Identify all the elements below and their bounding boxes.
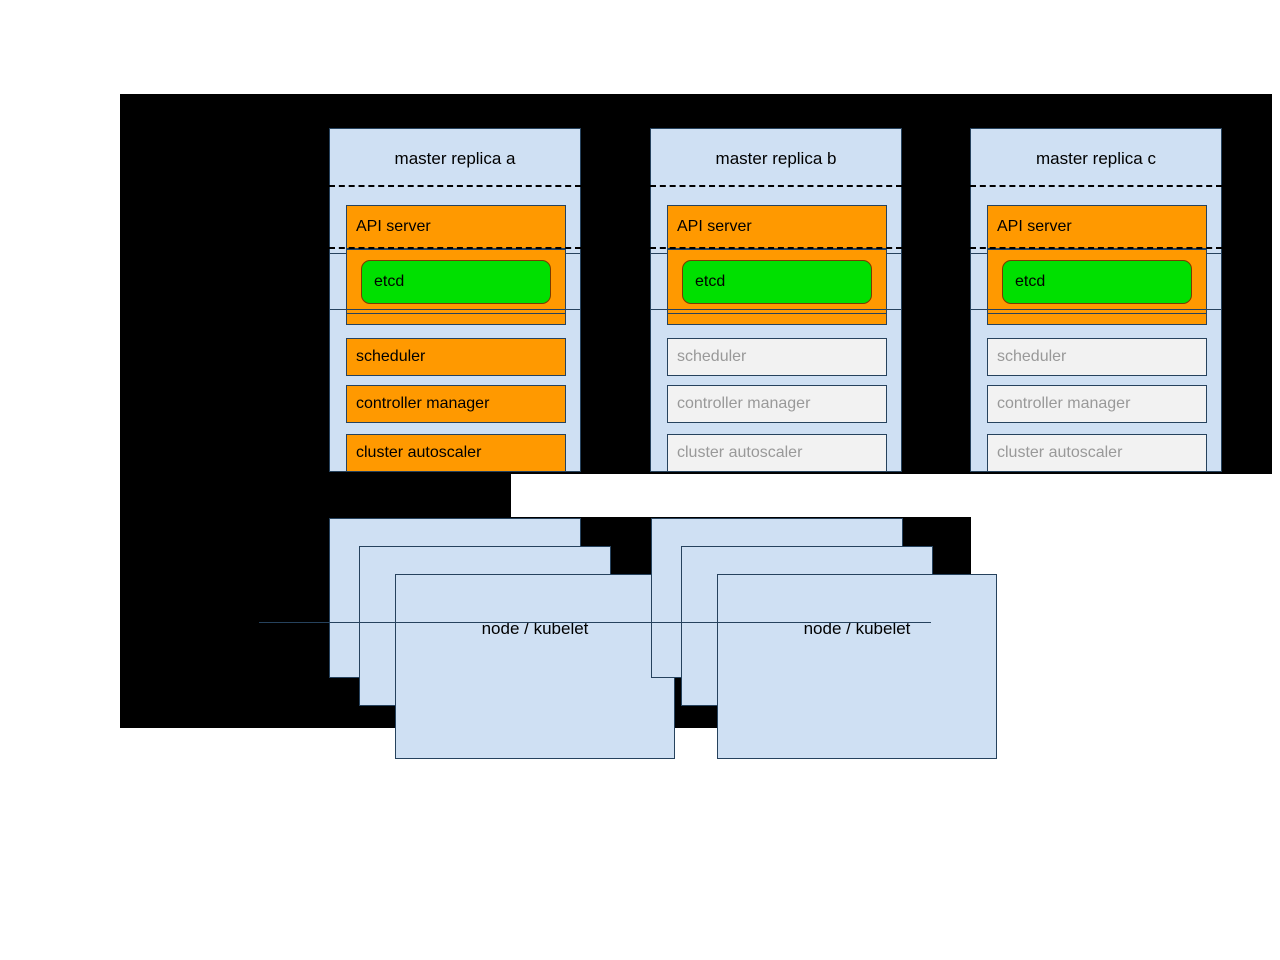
etcd-label-b: etcd — [695, 273, 726, 290]
scheduler-box-c[interactable]: scheduler — [987, 338, 1207, 376]
master-replica-a[interactable]: master replica a API server etcd schedul… — [329, 128, 581, 472]
node-divider-2 — [581, 622, 931, 623]
divider-dashed-top-a — [329, 185, 581, 187]
controller-manager-box-c[interactable]: controller manager — [987, 385, 1207, 423]
controller-manager-label-b: controller manager — [677, 395, 811, 412]
controller-manager-box-b[interactable]: controller manager — [667, 385, 887, 423]
master-replica-c-title: master replica c — [1036, 149, 1156, 168]
cluster-autoscaler-box-a[interactable]: cluster autoscaler — [346, 434, 566, 472]
etcd-box-b[interactable]: etcd — [682, 260, 872, 304]
scheduler-box-a[interactable]: scheduler — [346, 338, 566, 376]
node-label-1: node / kubelet — [481, 619, 589, 638]
scheduler-label-a: scheduler — [356, 348, 426, 365]
etcd-container-c: etcd — [987, 249, 1207, 321]
divider-solid-lower-b — [650, 309, 902, 310]
scheduler-label-b: scheduler — [677, 348, 747, 365]
etcd-base-bar-b — [667, 313, 887, 325]
master-replica-c[interactable]: master replica c API server etcd schedul… — [970, 128, 1222, 472]
master-replica-a-title: master replica a — [394, 149, 516, 168]
scheduler-box-b[interactable]: scheduler — [667, 338, 887, 376]
api-server-box-b[interactable]: API server — [667, 205, 887, 249]
node-card-front-2[interactable]: node / kubelet — [717, 574, 997, 759]
cluster-autoscaler-box-c[interactable]: cluster autoscaler — [987, 434, 1207, 472]
divider-solid-lower-a — [329, 309, 581, 310]
master-replica-b[interactable]: master replica b API server etcd schedul… — [650, 128, 902, 472]
etcd-container-a: etcd — [346, 249, 566, 321]
etcd-label-c: etcd — [1015, 273, 1046, 290]
backdrop-notch-right — [971, 474, 1280, 728]
divider-dashed-mid-a — [329, 247, 581, 249]
etcd-container-b: etcd — [667, 249, 887, 321]
cluster-autoscaler-box-b[interactable]: cluster autoscaler — [667, 434, 887, 472]
api-server-label-a: API server — [356, 218, 431, 235]
divider-dashed-mid-b — [650, 247, 902, 249]
api-server-box-a[interactable]: API server — [346, 205, 566, 249]
node-label-2: node / kubelet — [803, 619, 911, 638]
master-replica-b-title: master replica b — [715, 149, 837, 168]
controller-manager-label-a: controller manager — [356, 395, 490, 412]
cluster-autoscaler-label-b: cluster autoscaler — [677, 444, 803, 461]
etcd-box-c[interactable]: etcd — [1002, 260, 1192, 304]
etcd-base-bar-c — [987, 313, 1207, 325]
etcd-base-bar-a — [346, 313, 566, 325]
divider-dashed-top-b — [650, 185, 902, 187]
api-server-label-b: API server — [677, 218, 752, 235]
controller-manager-box-a[interactable]: controller manager — [346, 385, 566, 423]
cluster-autoscaler-label-a: cluster autoscaler — [356, 444, 482, 461]
etcd-box-a[interactable]: etcd — [361, 260, 551, 304]
api-server-label-c: API server — [997, 218, 1072, 235]
cluster-autoscaler-label-c: cluster autoscaler — [997, 444, 1123, 461]
divider-dashed-mid-c — [970, 247, 1222, 249]
divider-dashed-top-c — [970, 185, 1222, 187]
divider-solid-lower-c — [970, 309, 1222, 310]
api-server-box-c[interactable]: API server — [987, 205, 1207, 249]
etcd-label-a: etcd — [374, 273, 405, 290]
node-card-front-1[interactable]: node / kubelet — [395, 574, 675, 759]
node-divider-1 — [259, 622, 609, 623]
controller-manager-label-c: controller manager — [997, 395, 1131, 412]
scheduler-label-c: scheduler — [997, 348, 1067, 365]
